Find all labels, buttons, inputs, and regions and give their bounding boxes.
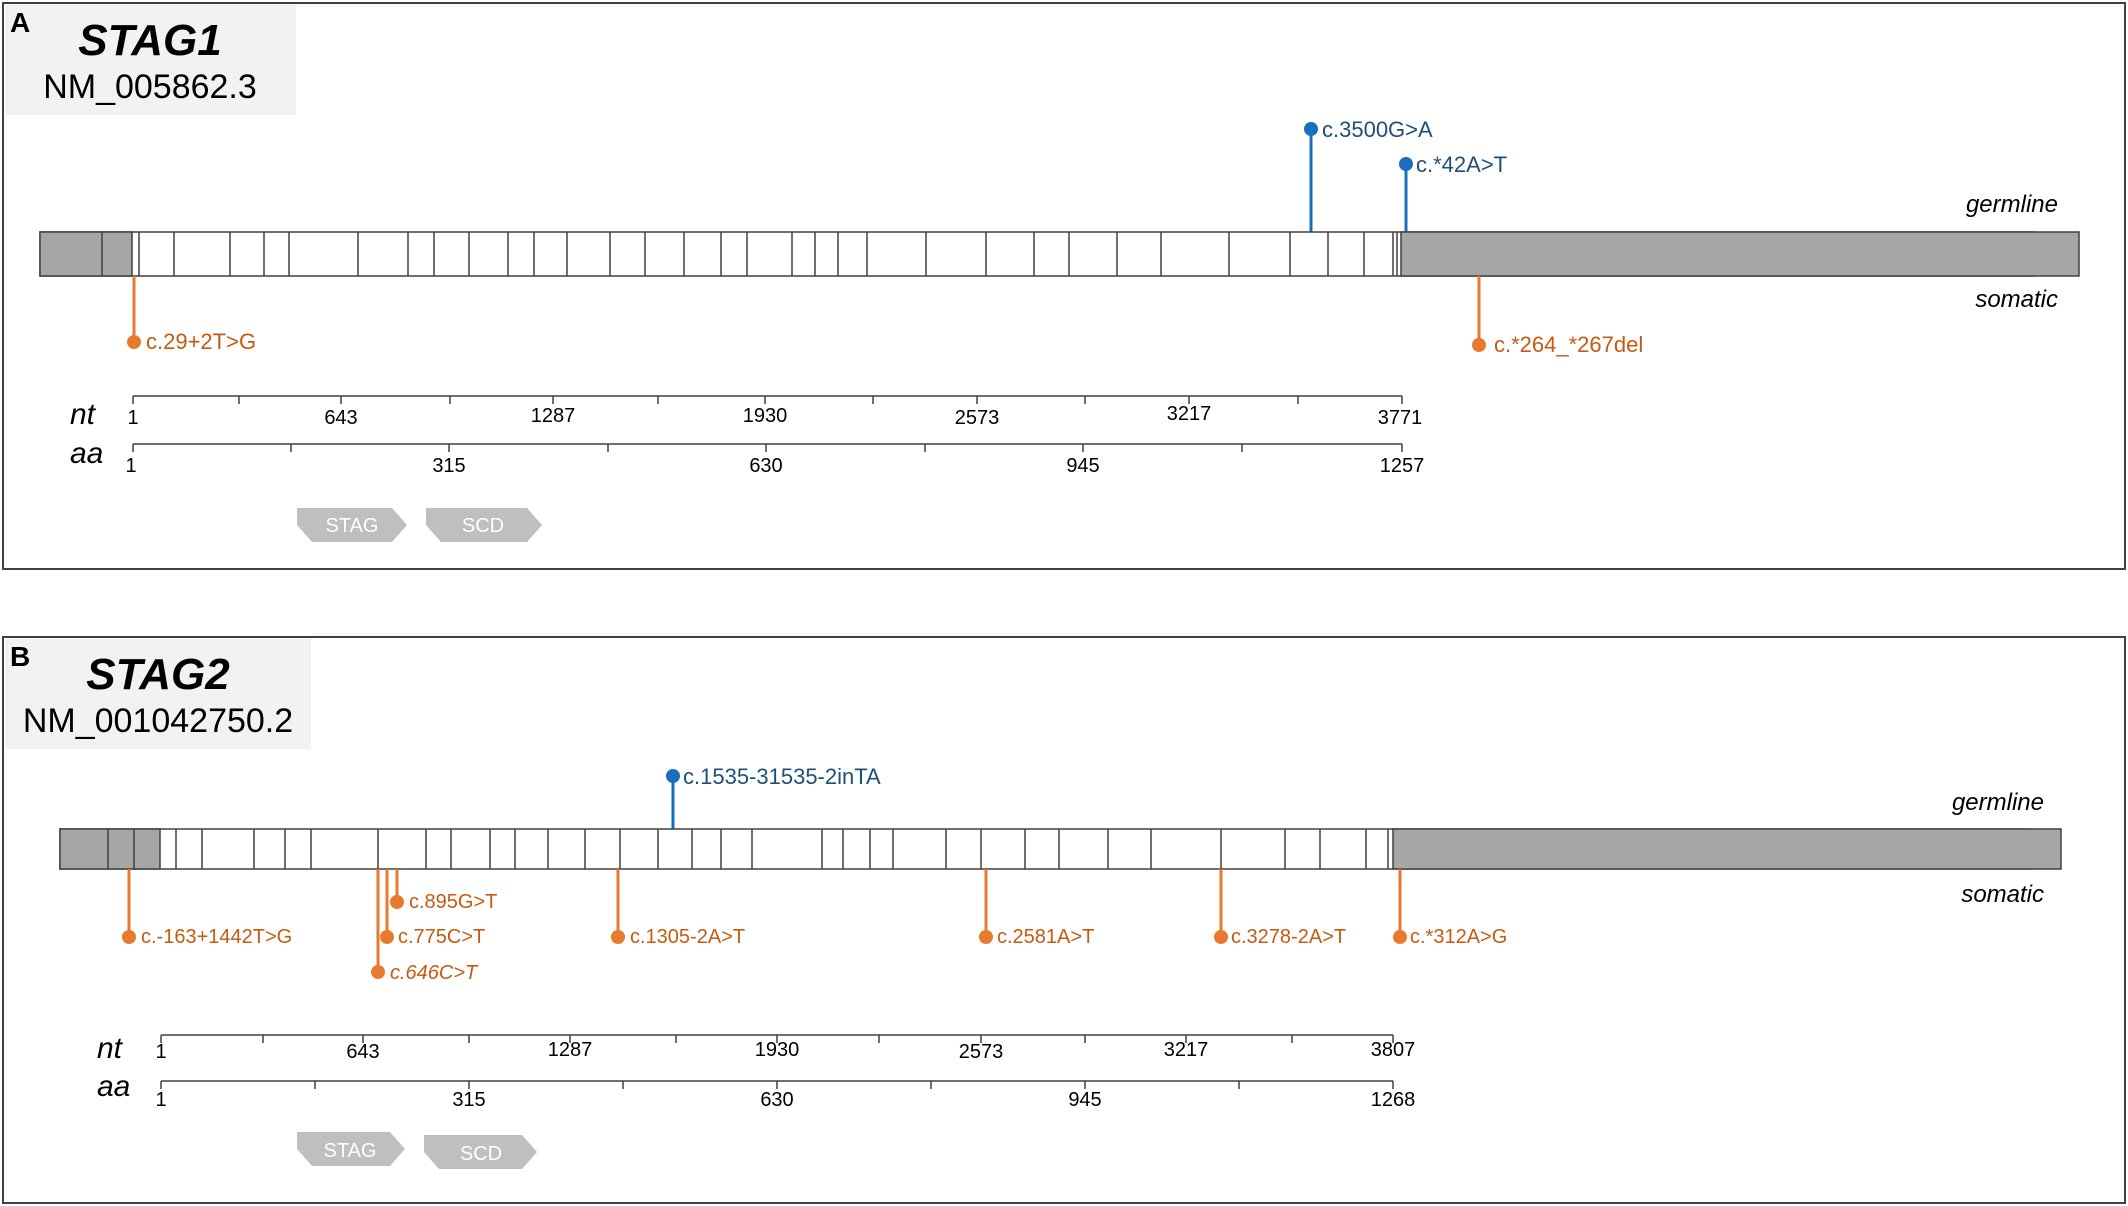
domain-scd-label: SCD (462, 515, 504, 537)
aa-axis: 1 315 630 945 1257 (125, 443, 1425, 477)
germline-label: germline (1966, 191, 2058, 218)
domain-scd (426, 508, 542, 542)
panel-b-header (5, 639, 311, 749)
aa-tick-label: 945 (1068, 1089, 1101, 1111)
nt-tick-label: 1930 (743, 405, 788, 427)
aa-axis-label: aa (97, 1070, 130, 1103)
germline-label: germline (1952, 789, 2044, 816)
panel-b: B STAG2 NM_001042750.2 c.1535-31535-2inT… (2, 636, 2126, 1204)
germline-variant-marker (666, 769, 680, 783)
germline-variant-label: c.1535-31535-2inTA (683, 764, 881, 789)
domain-scd (424, 1135, 537, 1169)
somatic-variant-marker (1393, 930, 1407, 944)
panel-a-border (2, 2, 2126, 570)
somatic-variant-label: c.895G>T (409, 891, 497, 913)
somatic-label: somatic (1975, 286, 2058, 313)
utr-5prime (39, 231, 133, 277)
aa-tick-label: 315 (452, 1089, 485, 1111)
somatic-variant-label: c.-163+1442T>G (141, 926, 292, 948)
germline-variant-label: c.3500G>A (1322, 117, 1433, 142)
aa-tick-label: 1268 (1371, 1089, 1416, 1111)
nt-tick-label: 1 (127, 407, 138, 429)
domain-stag (297, 1132, 405, 1166)
panel-a-transcript: NM_005862.3 (43, 68, 257, 106)
panel-b-transcript: NM_001042750.2 (23, 702, 293, 740)
somatic-variant-marker (390, 895, 404, 909)
exon-boundaries (101, 232, 1398, 276)
panel-b-gene-name: STAG2 (86, 650, 230, 699)
aa-axis-label: aa (70, 437, 103, 470)
nt-tick-label: 1 (155, 1041, 166, 1063)
domain-stag (297, 508, 407, 542)
panel-b-letter: B (10, 641, 30, 672)
utr-3prime (1392, 828, 2062, 870)
domain-stag-label: STAG (324, 1140, 377, 1162)
somatic-variant-label: c.*312A>G (1410, 926, 1507, 948)
nt-tick-label: 643 (346, 1041, 379, 1063)
nt-axis-label: nt (97, 1032, 124, 1065)
domain-stag-label: STAG (326, 515, 379, 537)
nt-tick-label: 3217 (1167, 403, 1212, 425)
somatic-variant-label: c.3278-2A>T (1231, 926, 1346, 948)
nt-tick-label: 1287 (548, 1039, 593, 1061)
transcript-bar (59, 828, 2062, 870)
somatic-variant-label: c.646C>T (390, 962, 479, 984)
somatic-variant-label: c.1305-2A>T (630, 926, 745, 948)
nt-tick-label: 3807 (1371, 1039, 1416, 1061)
aa-tick-label: 630 (760, 1089, 793, 1111)
somatic-variant-marker (611, 930, 625, 944)
germline-variant-label: c.*42A>T (1416, 152, 1507, 177)
somatic-variant-marker (1472, 338, 1486, 352)
nt-axis: 1 643 1287 1930 2573 3217 3771 (127, 395, 1423, 429)
somatic-variant-label: c.*264_*267del (1494, 332, 1643, 357)
aa-tick-label: 1 (125, 455, 136, 477)
panel-a-letter: A (10, 7, 30, 38)
panel-a-gene-name: STAG1 (78, 16, 221, 65)
nt-axis-label: nt (70, 398, 97, 431)
aa-tick-label: 630 (749, 455, 782, 477)
nt-tick-label: 3771 (1378, 407, 1423, 429)
somatic-variant-marker (371, 965, 385, 979)
utr-3prime (1400, 231, 2080, 277)
germline-variant-marker (1399, 157, 1413, 171)
nt-tick-label: 2573 (955, 407, 1000, 429)
nt-tick-label: 1287 (531, 405, 576, 427)
nt-tick-label: 643 (324, 407, 357, 429)
exon-boundaries (107, 829, 1389, 869)
germline-variant-marker (1304, 122, 1318, 136)
nt-tick-label: 2573 (959, 1041, 1004, 1063)
somatic-variant-marker (380, 930, 394, 944)
aa-tick-label: 945 (1066, 455, 1099, 477)
somatic-variant-marker (122, 930, 136, 944)
aa-tick-label: 315 (432, 455, 465, 477)
somatic-variant-marker (1214, 930, 1228, 944)
panel-a: A STAG1 NM_005862.3 c.3500G>A c.*42A>T g… (2, 2, 2126, 570)
somatic-variant-marker (127, 335, 141, 349)
somatic-variant-label: c.29+2T>G (146, 329, 256, 354)
nt-tick-label: 1930 (755, 1039, 800, 1061)
nt-tick-label: 3217 (1164, 1039, 1209, 1061)
aa-tick-label: 1257 (1380, 455, 1425, 477)
somatic-variant-marker (979, 930, 993, 944)
somatic-variant-label: c.2581A>T (997, 926, 1094, 948)
nt-axis: 1 643 1287 1930 2573 3217 3807 (155, 1034, 1416, 1063)
panel-b-border (2, 636, 2126, 1204)
aa-tick-label: 1 (155, 1089, 166, 1111)
utr-5prime (59, 828, 161, 870)
panel-a-header (5, 5, 296, 115)
somatic-label: somatic (1961, 881, 2044, 908)
aa-axis: 1 315 630 945 1268 (155, 1080, 1416, 1111)
domain-scd-label: SCD (460, 1143, 502, 1165)
somatic-variant-label: c.775C>T (398, 926, 485, 948)
transcript-bar (39, 231, 2080, 277)
